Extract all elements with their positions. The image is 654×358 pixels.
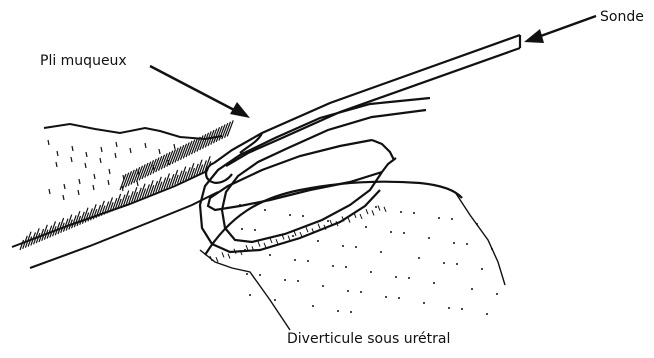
tissue-contour-right [455, 192, 505, 285]
tissue-contour [200, 250, 290, 330]
mucosa-top-contour [44, 124, 222, 139]
diverticulum [200, 98, 462, 255]
label-probe: Sonde [600, 9, 644, 25]
probe-pointer [524, 16, 596, 43]
label-mucosal-fold: Pli muqueux [40, 53, 127, 69]
label-diverticulum: Diverticule sous urétral [287, 331, 450, 347]
tissue-dots [210, 204, 498, 315]
fold-pointer [150, 66, 250, 118]
urethra [12, 172, 218, 268]
